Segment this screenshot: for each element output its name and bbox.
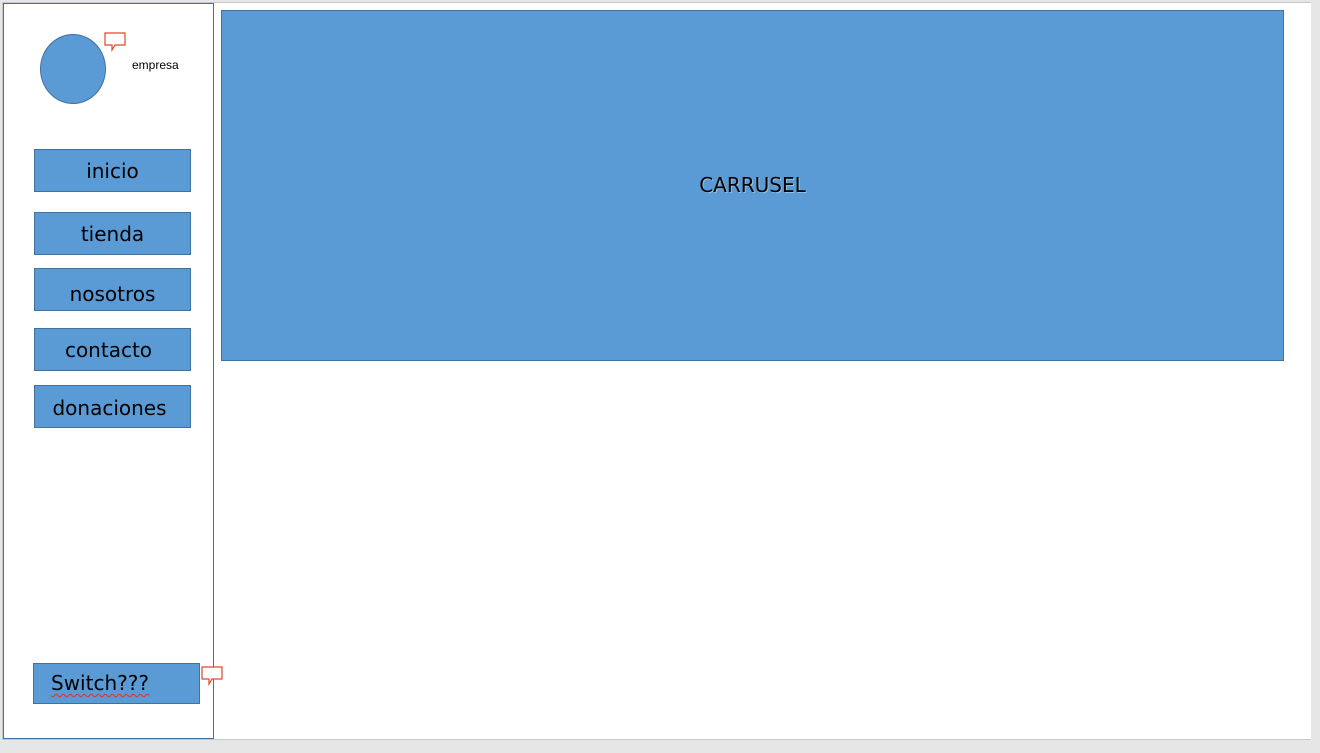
nav-item-label: contacto — [64, 337, 153, 362]
nav-item-contacto[interactable]: contacto — [34, 328, 191, 371]
nav-item-nosotros[interactable]: nosotros — [34, 268, 191, 311]
carousel-label: CARRUSEL — [699, 173, 806, 197]
carousel-placeholder[interactable]: CARRUSEL — [221, 10, 1284, 361]
nav-item-donaciones[interactable]: donaciones — [34, 385, 191, 428]
switch-label: Switch??? — [51, 671, 149, 695]
company-label: empresa — [132, 58, 179, 72]
nav-item-tienda[interactable]: tienda — [34, 212, 191, 255]
sidebar: empresa inicio tienda nosotros contacto … — [3, 3, 214, 739]
nav-item-label: tienda — [80, 221, 145, 246]
scrollbar-track[interactable] — [1311, 0, 1320, 753]
nav-item-label: donaciones — [52, 395, 167, 420]
nav-item-label: nosotros — [69, 281, 156, 306]
logo-placeholder — [40, 34, 106, 104]
comment-icon[interactable] — [104, 32, 126, 52]
switch-button[interactable]: Switch??? — [33, 663, 200, 704]
nav-item-label: inicio — [86, 158, 139, 183]
nav-item-inicio[interactable]: inicio — [34, 149, 191, 192]
comment-icon[interactable] — [201, 666, 223, 686]
